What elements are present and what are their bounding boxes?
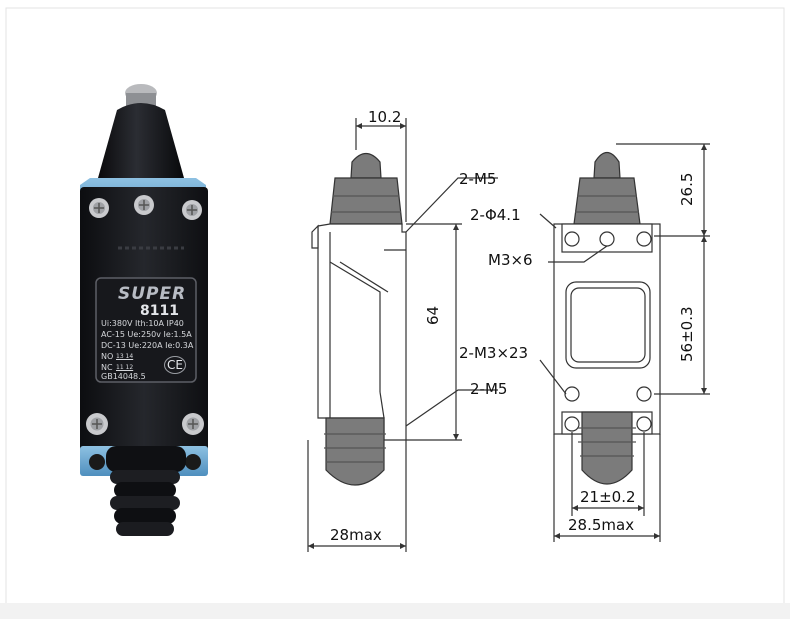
screw-top-left <box>89 198 109 218</box>
side-plunger <box>350 152 382 179</box>
dim-26-5-lines <box>616 143 710 237</box>
rating-line-1: Ui:380V Ith:10A IP40 <box>101 319 184 328</box>
dim-front-width: 28.5max <box>568 516 635 534</box>
front-hole-bottom-left <box>564 386 580 402</box>
front-hole-top-right <box>636 231 652 247</box>
contact-nc-label: NC <box>101 363 113 372</box>
rating-line-3: DC-13 Ue:220A Ie:0.3A <box>101 341 194 350</box>
screw-bottom-right <box>182 413 204 435</box>
dim-front-plunger-height: 26.5 <box>678 172 696 206</box>
page-bottom-strip <box>0 603 790 619</box>
leader-m5-bottom <box>405 389 498 427</box>
dim-10-2-lines <box>355 118 407 222</box>
leader-m3x6 <box>548 245 608 263</box>
dim-64-lines <box>406 223 462 441</box>
contact-no-pins: 13 14 <box>116 353 134 360</box>
dimension-arrows <box>308 123 707 549</box>
callout-m3x6: M3×6 <box>488 251 533 269</box>
callout-m5-top: 2-M5 <box>459 170 497 188</box>
front-cap <box>573 177 641 225</box>
callout-m3x23: 2-M3×23 <box>459 344 529 362</box>
front-bellows <box>581 411 633 485</box>
dim-56-lines <box>654 236 710 395</box>
contact-nc-pins: 11 12 <box>116 364 134 371</box>
leader-m3x23 <box>539 359 567 395</box>
dim-21-lines <box>571 432 645 516</box>
bottom-left-mount-hole <box>89 454 105 470</box>
side-bellows <box>325 417 385 486</box>
front-hole-top-left <box>564 231 580 247</box>
side-view-drawing <box>307 118 498 552</box>
standard-text: GB14048.5 <box>101 372 146 381</box>
dim-28-5max-lines <box>553 434 661 542</box>
front-screw-top <box>599 231 615 247</box>
callout-phi-hole: 2-Φ4.1 <box>470 206 521 224</box>
leader-m5-top <box>405 177 498 233</box>
front-view-drawing <box>539 143 710 542</box>
brand-text: SUPER <box>118 284 187 304</box>
rating-line-2: AC-15 Ue:250v Ie:1.5A <box>101 330 192 339</box>
dim-side-width: 28max <box>330 526 382 544</box>
switch-photo <box>80 84 208 536</box>
contact-no-label: NO <box>101 352 114 361</box>
callout-m5-bottom: 2-M5 <box>470 380 508 398</box>
ce-mark: CE <box>164 356 186 374</box>
screw-top-center <box>134 195 154 215</box>
screw-top-right <box>182 200 202 220</box>
bottom-right-mount-hole <box>185 454 201 470</box>
model-text: 8111 <box>140 303 179 319</box>
plunger-ball-base <box>126 93 156 107</box>
cable-gland-bellows <box>106 446 186 536</box>
dim-side-top-width: 10.2 <box>368 108 402 126</box>
dim-front-bottom-spacing: 21±0.2 <box>580 488 636 506</box>
leader-phi-hole <box>539 213 557 229</box>
dim-side-height: 64 <box>424 305 442 325</box>
screw-bottom-left <box>86 413 108 435</box>
rubber-cap-top <box>98 103 184 178</box>
front-hole-bottom-right <box>636 386 652 402</box>
dim-28max-lines <box>307 440 407 552</box>
front-plunger <box>593 151 621 179</box>
side-cap <box>329 177 403 225</box>
dim-front-hole-spacing: 56±0.3 <box>678 306 696 362</box>
side-body <box>317 223 407 441</box>
